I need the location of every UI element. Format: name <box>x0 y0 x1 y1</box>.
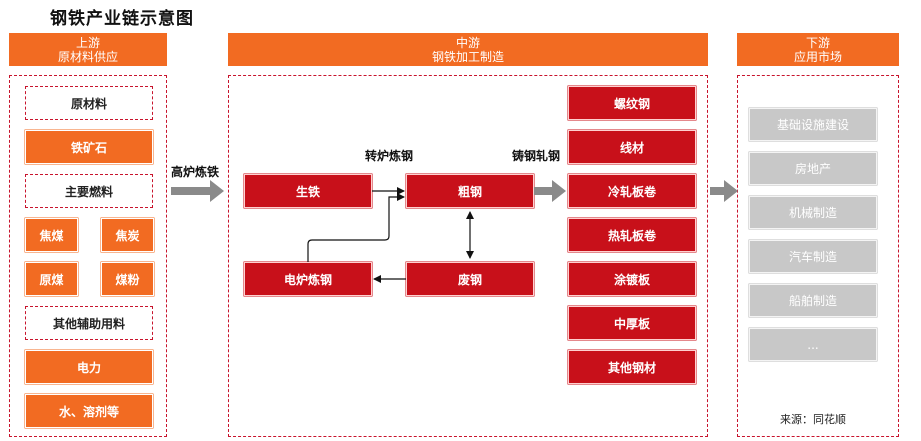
downstream-header-line1: 下游 <box>805 35 830 50</box>
aux-materials-label: 其他辅助用料 <box>25 306 153 340</box>
downstream-box: 基础设施建设 <box>749 108 877 141</box>
scrap-steel-box: 废钢 <box>406 262 534 296</box>
electric-furnace-box: 电炉炼钢 <box>244 262 372 296</box>
furnace-to-crude-connector <box>307 193 405 262</box>
iron-ore-box: 铁矿石 <box>25 130 153 164</box>
product-box: 螺纹钢 <box>568 86 696 120</box>
product-box: 中厚板 <box>568 306 696 340</box>
source-note: 来源：同花顺 <box>780 413 846 426</box>
water-solvent-box: 水、溶剂等 <box>25 394 153 428</box>
crude-to-products-arrow <box>534 180 566 202</box>
coking-coal-box: 焦煤 <box>25 218 78 252</box>
upstream-header: 上游 原材料供应 <box>9 33 167 66</box>
downstream-box: 房地产 <box>749 152 877 185</box>
casting-rolling-label: 铸钢轧钢 <box>512 149 561 163</box>
upstream-to-midstream-arrow <box>171 180 224 202</box>
midstream-to-downstream-arrow <box>710 180 738 202</box>
midstream-header-line2: 钢铁加工制造 <box>431 49 504 64</box>
raw-materials-label: 原材料 <box>25 86 153 120</box>
converter-label: 转炉炼钢 <box>365 149 414 163</box>
midstream-header: 中游 钢铁加工制造 <box>228 33 708 66</box>
midstream-header-line1: 中游 <box>455 35 480 50</box>
product-box: 线材 <box>568 130 696 164</box>
downstream-panel <box>737 75 899 437</box>
downstream-box: 汽车制造 <box>749 240 877 273</box>
downstream-box: 机械制造 <box>749 196 877 229</box>
upstream-header-line2: 原材料供应 <box>57 49 118 64</box>
main-fuel-label: 主要燃料 <box>25 174 153 208</box>
raw-coal-box: 原煤 <box>25 262 78 296</box>
downstream-box: 船舶制造 <box>749 284 877 317</box>
downstream-header-line2: 应用市场 <box>793 49 842 64</box>
product-box: 热轧板卷 <box>568 218 696 252</box>
blast-furnace-label: 高炉炼铁 <box>171 165 220 179</box>
product-box: 涂镀板 <box>568 262 696 296</box>
midstream-panel <box>228 75 708 437</box>
downstream-header: 下游 应用市场 <box>737 33 899 66</box>
coke-box: 焦炭 <box>101 218 154 252</box>
product-box: 冷轧板卷 <box>568 174 696 208</box>
pig-iron-box: 生铁 <box>244 174 372 208</box>
downstream-box: ... <box>749 328 877 361</box>
crude-steel-box: 粗钢 <box>406 174 534 208</box>
coal-powder-box: 煤粉 <box>101 262 154 296</box>
upstream-panel <box>9 75 167 437</box>
electricity-box: 电力 <box>25 350 153 384</box>
product-box: 其他钢材 <box>568 350 696 384</box>
page-title: 钢铁产业链示意图 <box>50 9 194 29</box>
upstream-header-line1: 上游 <box>75 35 100 50</box>
